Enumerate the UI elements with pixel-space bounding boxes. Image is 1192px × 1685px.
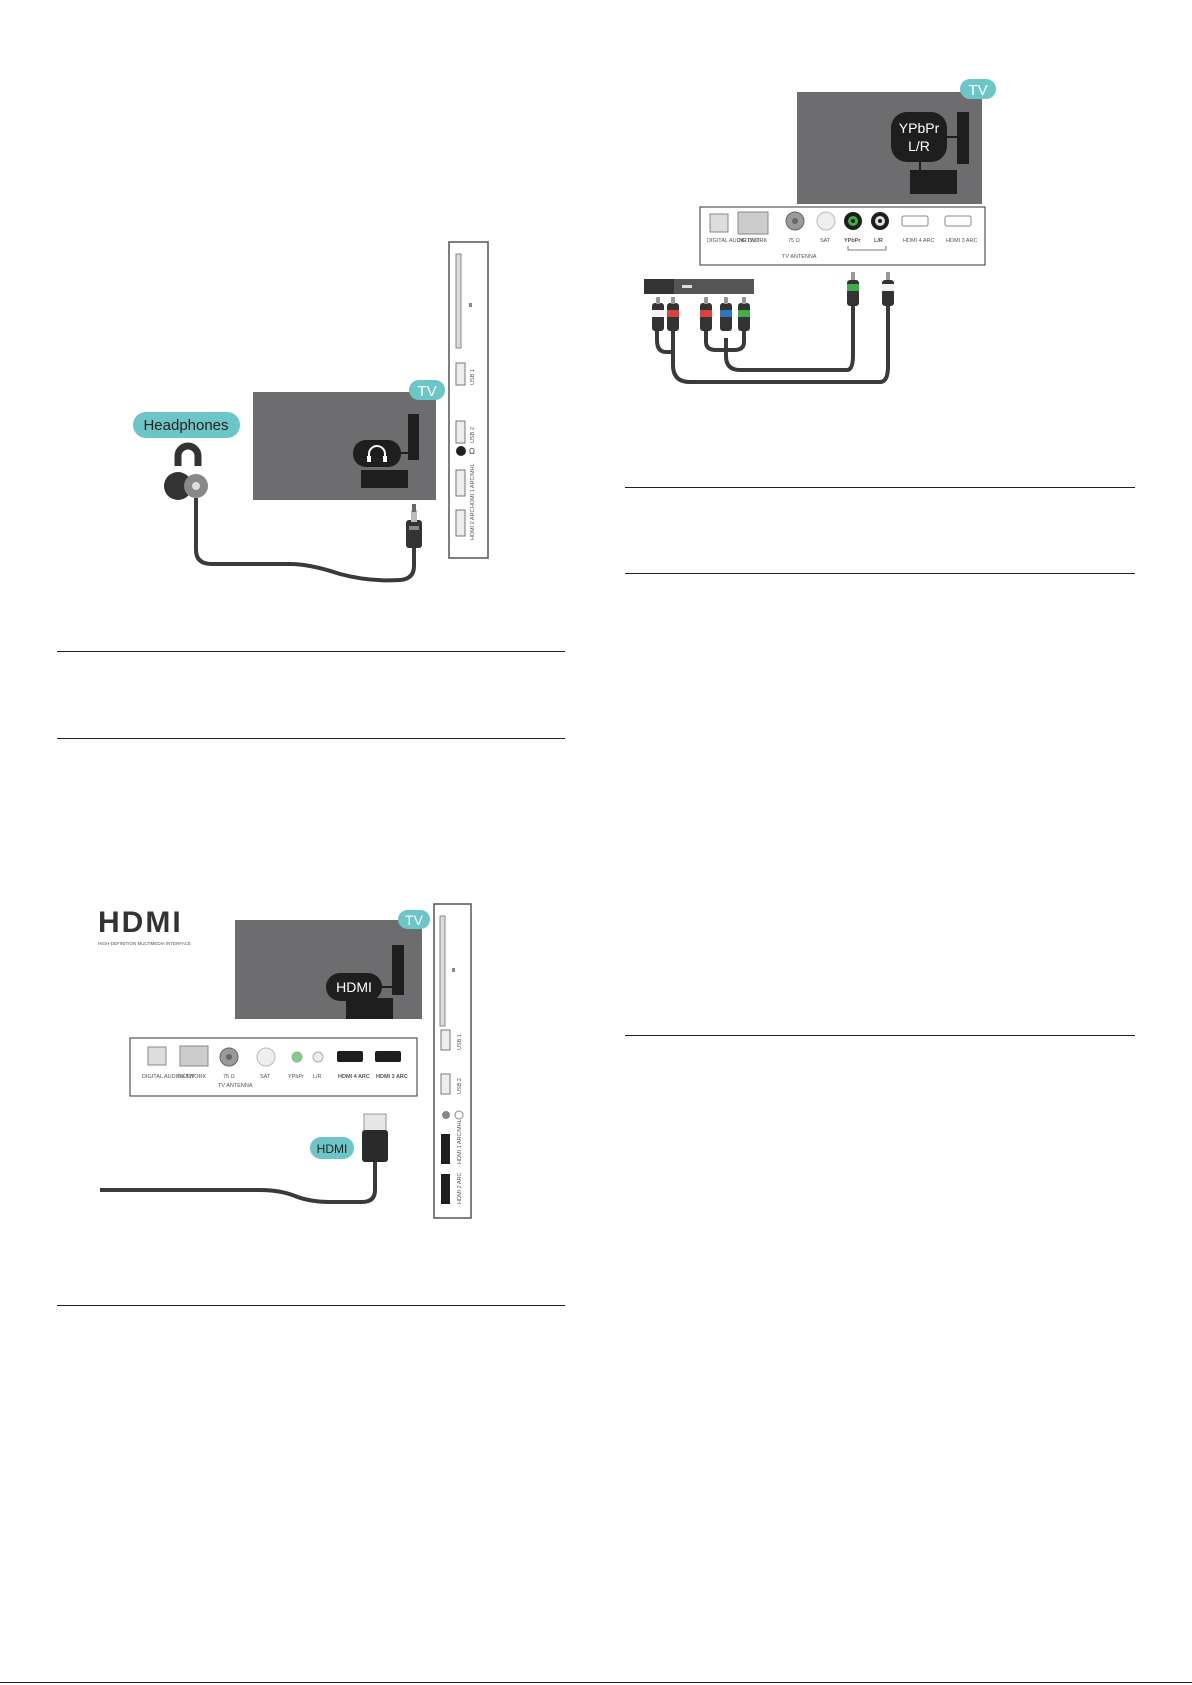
port-label-lr: L/R xyxy=(874,238,883,244)
port-label-hdmi4: HDMI 4 ARC xyxy=(338,1074,370,1080)
hdmi-plug xyxy=(363,1113,387,1133)
hdmi2-label: HDMI 2 ARC xyxy=(457,1172,463,1204)
digital-audio-port xyxy=(709,213,729,233)
port-label-lr: L/R xyxy=(313,1074,322,1080)
section-rule-4 xyxy=(625,487,1135,488)
hdmi-cable xyxy=(100,1162,377,1204)
port-label-75ohm: 75 Ω xyxy=(788,238,800,244)
callout-lr-text: L/R xyxy=(908,138,930,154)
usb1-label: USB 1 xyxy=(470,369,476,385)
rca-plug-white-tv xyxy=(882,272,894,306)
hdmi4-port xyxy=(337,1051,363,1062)
headphones-bubble xyxy=(133,412,240,438)
side-hdmi-port-1 xyxy=(441,1134,450,1164)
side-hdmi-port-2 xyxy=(441,1174,450,1204)
card-slot xyxy=(455,253,462,349)
port-label-network: NETWORK xyxy=(739,238,767,244)
port-label-digital-audio: DIGITAL AUDIO OUT xyxy=(142,1074,195,1080)
headphone-cable xyxy=(194,498,416,583)
usb2-label: USB 2 xyxy=(470,427,476,443)
jack-plug xyxy=(406,520,422,548)
usb-port-2 xyxy=(455,420,466,444)
port-label-hdmi3: HDMI 3 ARC xyxy=(376,1074,408,1080)
tv-badge-text: TV xyxy=(405,912,424,928)
sat-port xyxy=(816,211,836,231)
tv-badge xyxy=(960,79,996,99)
headphones-connection-figure: USB 1 USB 2 Ω HDMI 1 ARC/MHL HDMI 2 ARC … xyxy=(133,241,489,583)
headphones-plug-icon xyxy=(174,442,202,466)
port-label-ypbpr: YPbPr xyxy=(844,238,861,244)
headphone-icon xyxy=(368,445,386,460)
port-label-sat: SAT xyxy=(260,1074,271,1080)
rca-plug-red-2 xyxy=(700,297,712,331)
headphones-bubble-text: Headphones xyxy=(143,417,228,434)
hdmi-connection-figure: HDMI HIGH-DEFINITION MULTIMEDIA INTERFAC… xyxy=(98,903,472,1219)
svg-text:Ω: Ω xyxy=(469,447,475,456)
hdmi-port-callout xyxy=(326,973,382,1001)
hdmi1-label: HDMI 1 ARC/MHL xyxy=(457,1119,463,1164)
port-label-network: NETWORK xyxy=(178,1074,206,1080)
footer-rule xyxy=(0,1682,1192,1683)
sat-port xyxy=(256,1047,276,1067)
video-cable xyxy=(724,300,855,372)
audio-cable xyxy=(671,300,890,384)
port-label-hdmi3: HDMI 3 ARC xyxy=(946,238,978,244)
usb-port-1 xyxy=(455,362,466,386)
hdmi-port-callout-text: HDMI xyxy=(336,979,372,995)
usb1-label: USB 1 xyxy=(457,1034,463,1050)
section-rule-3 xyxy=(57,1305,565,1306)
hdmi-logo-tagline: HIGH-DEFINITION MULTIMEDIA INTERFACE xyxy=(98,941,191,946)
hdmi-port-1 xyxy=(455,469,466,497)
tv-badge-text: TV xyxy=(968,82,987,99)
hdmi-logo: HDMI xyxy=(98,906,183,939)
hdmi3-port xyxy=(944,215,972,227)
port-label-digital-audio: DIGITAL AUDIO OUT xyxy=(707,238,760,244)
tv-badge xyxy=(398,910,430,929)
lr-port xyxy=(312,1051,324,1063)
rca-plug-white xyxy=(652,297,664,331)
tv-side-panel xyxy=(448,241,489,559)
hdmi-cable-bubble-text: HDMI xyxy=(317,1142,348,1156)
headphone-jack xyxy=(456,446,466,456)
digital-audio-port xyxy=(147,1046,167,1066)
hdmi-cable-bubble xyxy=(310,1137,354,1159)
hdmi1-label: HDMI 1 ARC/MHL xyxy=(470,463,476,508)
network-port xyxy=(179,1045,209,1067)
rca-plug-red xyxy=(667,297,679,331)
rca-plug-blue xyxy=(720,297,732,331)
ypbpr-lr-callout xyxy=(891,112,947,162)
section-rule-1 xyxy=(57,651,565,652)
section-rule-2 xyxy=(57,738,565,739)
rca-plug-green xyxy=(738,297,750,331)
port-label-hdmi4: HDMI 4 ARC xyxy=(903,238,935,244)
hdmi4-port xyxy=(901,215,929,227)
tv-badge-text: TV xyxy=(417,383,436,400)
hdmi2-label: HDMI 2 ARC xyxy=(470,508,476,540)
rear-port-strip xyxy=(129,1037,418,1097)
port-label-75ohm: 75 Ω xyxy=(223,1074,235,1080)
rca-plug-green-tv xyxy=(847,272,859,306)
port-label-antenna: TV ANTENNA xyxy=(218,1083,253,1089)
tv-badge xyxy=(409,380,445,400)
port-label-sat: SAT xyxy=(820,238,831,244)
usb2-label: USB 2 xyxy=(457,1078,463,1094)
component-connection-figure: YPbPr L/R TV DIGITAL AUDIO OUT NETWORK 7… xyxy=(644,79,996,384)
network-port xyxy=(737,211,769,235)
port-label-ypbpr: YPbPr xyxy=(288,1074,304,1080)
port-label-antenna: TV ANTENNA xyxy=(782,254,817,260)
hdmi3-port xyxy=(375,1051,401,1062)
ypbpr-port xyxy=(291,1051,303,1063)
callout-ypbpr-text: YPbPr xyxy=(899,120,940,136)
section-rule-6 xyxy=(625,1035,1135,1036)
section-rule-5 xyxy=(625,573,1135,574)
hdmi-port-2 xyxy=(455,509,466,537)
